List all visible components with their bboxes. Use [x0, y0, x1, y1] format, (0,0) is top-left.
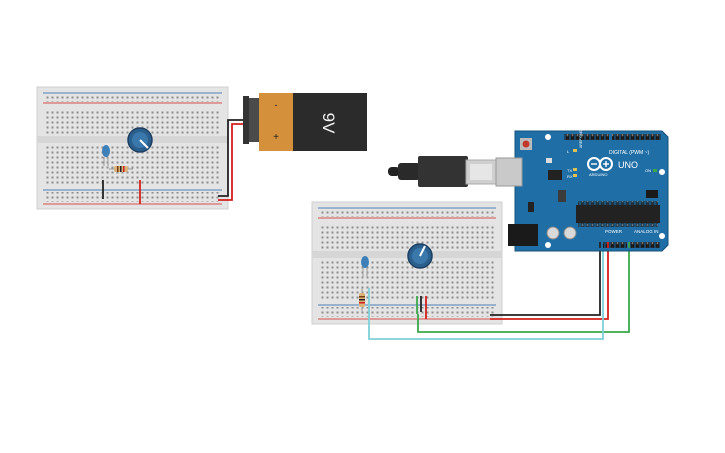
- resistor-right[interactable]: [359, 288, 365, 312]
- digital-header[interactable]: [564, 134, 609, 140]
- resistor-left[interactable]: [109, 166, 133, 172]
- arduino-uno[interactable]: AREF GND 13 12 11 DIGITAL (PWM ~) TX RX …: [495, 116, 669, 252]
- power-header-label: POWER: [605, 229, 623, 234]
- uno-label: UNO: [618, 160, 638, 170]
- battery-minus-sign: -: [275, 100, 278, 110]
- battery-wire-red[interactable]: [218, 123, 243, 201]
- arduino-usb-port: [495, 157, 523, 187]
- arduino-brand-label: ARDUINO: [589, 172, 607, 177]
- arduino-logo-icon: [587, 157, 613, 171]
- analog-header-label: ANALOG IN: [634, 229, 659, 234]
- wire-black-to-arduino[interactable]: [490, 246, 601, 316]
- battery-9v[interactable]: - + 9V: [243, 93, 367, 151]
- l-label: L: [567, 149, 570, 154]
- rx-label: RX: [567, 174, 573, 179]
- led-right[interactable]: [361, 256, 369, 278]
- analog-header[interactable]: [630, 242, 660, 248]
- power-header[interactable]: [603, 242, 627, 248]
- battery-wire-black[interactable]: [218, 119, 243, 197]
- wire-red-to-arduino[interactable]: [490, 246, 609, 320]
- battery-label: 9V: [319, 113, 338, 134]
- arduino-power-jack: [508, 224, 538, 246]
- on-label: ON: [645, 168, 651, 173]
- battery-plus-sign: +: [273, 132, 279, 143]
- potentiometer-left[interactable]: [127, 127, 153, 153]
- usb-cable[interactable]: [388, 156, 497, 187]
- svg-text:AREF GND 13 12 11: AREF GND 13 12 11: [579, 116, 583, 148]
- led-left[interactable]: [102, 145, 110, 166]
- digital-header-label: DIGITAL (PWM ~): [609, 150, 649, 156]
- atmega-chip: [576, 201, 660, 227]
- potentiometer-right[interactable]: [407, 243, 433, 269]
- tx-label: TX: [567, 168, 572, 173]
- breadboard-right[interactable]: [311, 201, 503, 325]
- digital-header-2[interactable]: [612, 134, 661, 140]
- wire-green-to-arduino[interactable]: [417, 246, 630, 333]
